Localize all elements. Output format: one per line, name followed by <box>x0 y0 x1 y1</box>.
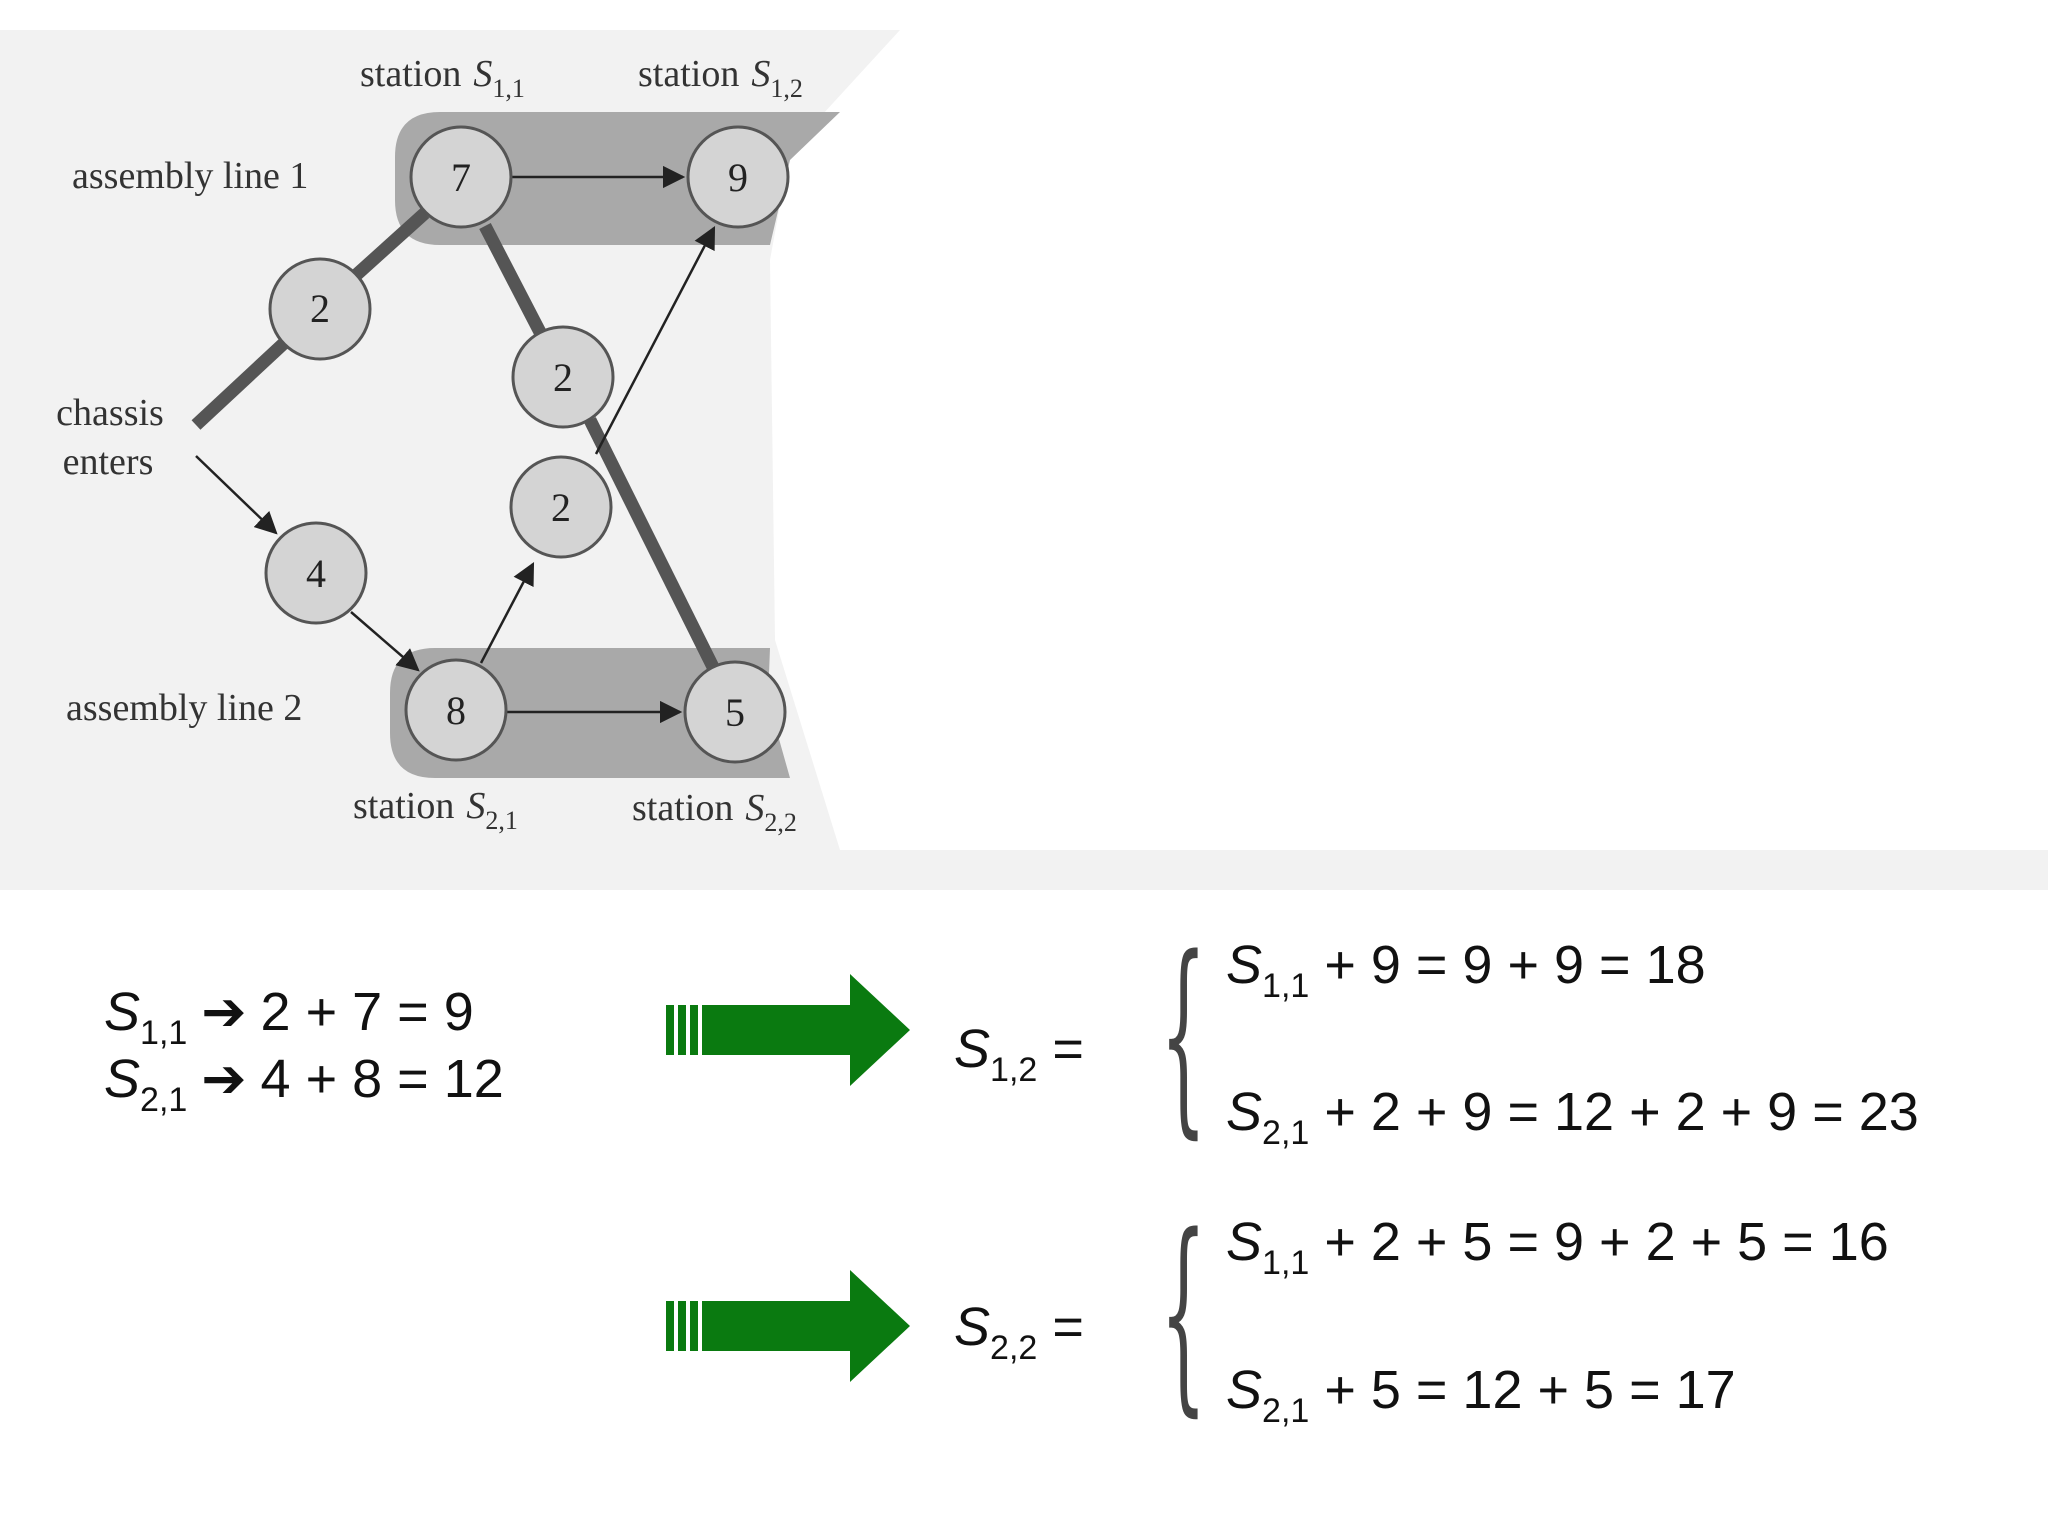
svg-text:8: 8 <box>446 688 466 733</box>
label-chassis: chassis <box>56 392 164 434</box>
svg-text:5: 5 <box>725 690 745 735</box>
green-arrow-icon-1 <box>666 974 910 1086</box>
svg-text:9: 9 <box>728 155 748 200</box>
equation-s11: S1,1➔2 + 7 = 9 <box>104 980 474 1052</box>
node-station-s21: 8 <box>404 658 508 762</box>
label-assembly-line-2: assembly line 2 <box>66 687 302 729</box>
arrow-4-to-s21 <box>350 611 420 672</box>
path-transfer-to-s22 <box>584 417 719 670</box>
green-arrow-icon-2 <box>666 1270 910 1382</box>
brace-s12: { <box>1160 912 1207 1157</box>
node-transfer-down: 2 <box>511 325 615 429</box>
path-s11-to-transfer <box>479 223 548 339</box>
node-station-s11: 7 <box>409 125 513 229</box>
svg-text:2: 2 <box>310 286 330 331</box>
brace-s22: { <box>1160 1190 1207 1435</box>
arrow-chassis-to-4 <box>195 455 278 535</box>
node-entry-top: 2 <box>268 257 372 361</box>
result-s22-lhs: S2,2 = <box>954 1297 1084 1367</box>
arrow-s21-to-transfer <box>479 562 535 664</box>
node-entry-bottom: 4 <box>264 521 368 625</box>
label-assembly-line-1: assembly line 1 <box>72 155 308 197</box>
case-s22-from-s11: S1,1 + 2 + 5 = 9 + 2 + 5 = 16 <box>1226 1212 1889 1282</box>
svg-text:2: 2 <box>551 485 571 530</box>
arrow-transfer-to-s12 <box>594 226 716 455</box>
svg-text:2: 2 <box>553 355 573 400</box>
equation-s21: S2,1➔4 + 8 = 12 <box>104 1047 504 1119</box>
label-enters: enters <box>63 441 154 483</box>
node-station-s22: 5 <box>683 660 787 764</box>
result-s12-lhs: S1,2 = <box>954 1019 1084 1089</box>
case-s12-from-s21: S2,1 + 2 + 9 = 12 + 2 + 9 = 23 <box>1226 1082 1919 1152</box>
node-station-s12: 9 <box>686 125 790 229</box>
case-s22-from-s21: S2,1 + 5 = 12 + 5 = 17 <box>1226 1360 1736 1430</box>
path-entry-to-2 <box>191 327 301 430</box>
svg-text:7: 7 <box>451 155 471 200</box>
svg-text:4: 4 <box>306 551 326 596</box>
node-transfer-up: 2 <box>509 455 613 559</box>
case-s12-from-s11: S1,1 + 9 = 9 + 9 = 18 <box>1226 935 1706 1005</box>
assembly-line-diagram: 2 4 7 9 8 5 2 2 assembly line 1 assembly… <box>0 30 2048 890</box>
